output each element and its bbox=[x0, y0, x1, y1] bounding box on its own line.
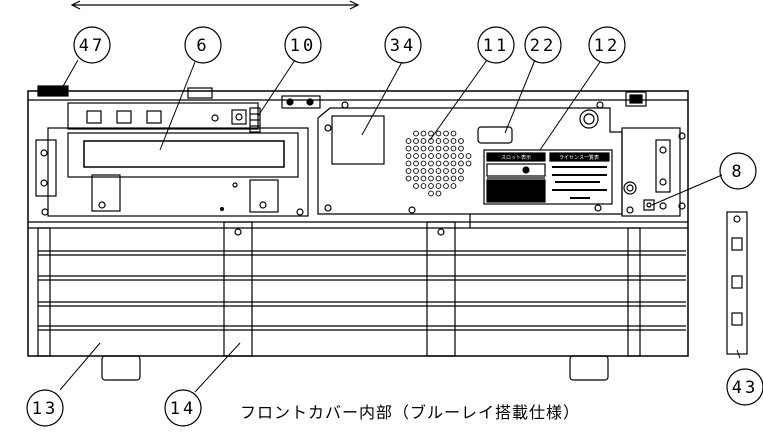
grille-hole bbox=[435, 175, 442, 182]
dimension-arrow bbox=[70, 0, 360, 10]
grille-hole bbox=[420, 153, 427, 159]
grille-hole bbox=[413, 183, 419, 189]
grille-hole bbox=[420, 145, 427, 152]
side-panel-part bbox=[726, 211, 748, 355]
grille-hole bbox=[413, 138, 419, 144]
label-left-header: スロット表示 bbox=[501, 154, 531, 161]
callout-43: 43 bbox=[732, 378, 758, 398]
grille-hole bbox=[450, 145, 457, 152]
grille-hole bbox=[443, 153, 449, 159]
grille-hole bbox=[443, 168, 449, 174]
grille-hole bbox=[428, 153, 434, 159]
grille-hole bbox=[450, 153, 457, 159]
grille-hole bbox=[450, 183, 457, 189]
grille-hole bbox=[443, 138, 449, 144]
grille-hole bbox=[428, 190, 434, 197]
grille-hole bbox=[405, 138, 412, 144]
center-plate bbox=[317, 101, 623, 228]
grille-hole bbox=[465, 160, 472, 167]
grille-hole bbox=[450, 130, 457, 137]
grille-hole bbox=[413, 130, 419, 137]
callout-13: 13 bbox=[32, 399, 58, 419]
feet bbox=[101, 355, 609, 381]
slot-rails bbox=[37, 227, 686, 357]
grille-hole bbox=[405, 145, 412, 152]
grille-hole bbox=[428, 183, 434, 189]
grille-hole bbox=[443, 183, 449, 189]
grille-hole bbox=[428, 130, 434, 137]
grille-hole bbox=[458, 138, 464, 144]
grille-hole bbox=[420, 183, 427, 189]
grille-hole bbox=[443, 145, 449, 152]
grille-hole bbox=[420, 175, 427, 182]
callout-11: 11 bbox=[483, 36, 509, 56]
grille-hole bbox=[428, 175, 434, 182]
callout-6: 6 bbox=[196, 36, 209, 56]
grille-hole bbox=[428, 145, 434, 152]
grille-hole bbox=[413, 145, 419, 152]
callout-22: 22 bbox=[530, 36, 556, 56]
grille-hole bbox=[435, 160, 442, 167]
figure-caption: フロントカバー内部（ブルーレイ搭載仕様） bbox=[240, 403, 580, 422]
grille-hole bbox=[420, 168, 427, 174]
grille-hole bbox=[428, 168, 434, 174]
callout-12: 12 bbox=[594, 36, 620, 56]
grille-hole bbox=[435, 130, 442, 137]
callout-circles bbox=[26, 26, 763, 427]
grille-hole bbox=[420, 160, 427, 167]
grille-hole bbox=[405, 168, 412, 174]
grille-hole bbox=[443, 160, 449, 167]
grille-hole bbox=[428, 160, 434, 167]
grille-hole bbox=[450, 138, 457, 144]
label-right-header: ライセンス一覧表 bbox=[559, 154, 599, 161]
grille-hole bbox=[458, 145, 464, 152]
grille-hole bbox=[458, 175, 464, 182]
chassis-outline bbox=[27, 85, 689, 357]
grille-hole bbox=[413, 153, 419, 159]
callout-8: 8 bbox=[731, 162, 744, 182]
grille-hole bbox=[443, 175, 449, 182]
grille-hole bbox=[435, 145, 442, 152]
grille-hole bbox=[435, 153, 442, 159]
grille-hole bbox=[435, 138, 442, 144]
license-label: スロット表示 ライセンス一覧表 bbox=[483, 149, 613, 205]
vertical-bars bbox=[223, 221, 456, 357]
grille-hole bbox=[420, 130, 427, 137]
grille-hole bbox=[413, 160, 419, 167]
grille-hole bbox=[405, 160, 412, 167]
speaker-grille bbox=[405, 130, 472, 197]
optical-drive-bracket bbox=[35, 102, 309, 217]
right-bracket bbox=[621, 127, 686, 217]
grille-hole bbox=[450, 168, 457, 174]
grille-hole bbox=[413, 175, 419, 182]
grille-hole bbox=[435, 168, 442, 174]
grille-hole bbox=[435, 183, 442, 189]
callout-10: 10 bbox=[290, 36, 316, 56]
grille-hole bbox=[413, 168, 419, 174]
leader-lines bbox=[59, 59, 741, 393]
grille-hole bbox=[465, 153, 472, 159]
grille-hole bbox=[435, 190, 442, 197]
callout-labels: 47 6 10 34 11 22 12 8 43 13 14 bbox=[32, 36, 758, 419]
grille-hole bbox=[420, 138, 427, 144]
grille-hole bbox=[458, 160, 464, 167]
grille-hole bbox=[458, 153, 464, 159]
grille-hole bbox=[405, 175, 412, 182]
grille-hole bbox=[450, 160, 457, 167]
grille-hole bbox=[450, 175, 457, 182]
callout-47: 47 bbox=[79, 36, 105, 56]
callout-14: 14 bbox=[170, 399, 196, 419]
grille-hole bbox=[458, 168, 464, 174]
callout-34: 34 bbox=[390, 36, 416, 56]
grille-hole bbox=[405, 153, 412, 159]
grille-hole bbox=[443, 130, 449, 137]
